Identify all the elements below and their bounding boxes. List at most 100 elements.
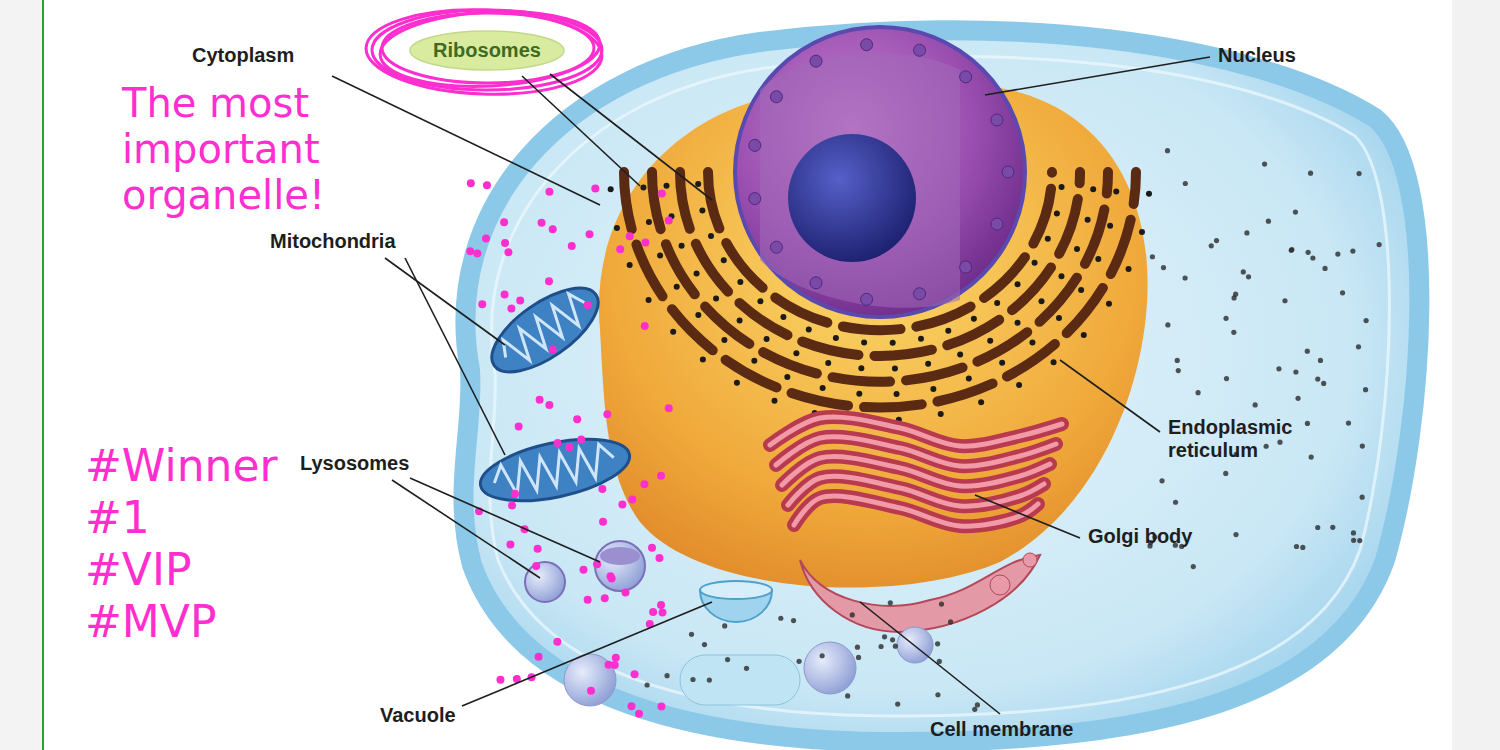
ribosome-dot	[938, 411, 944, 417]
ribosome-dot	[1029, 340, 1035, 346]
ribosome-dot	[1294, 544, 1299, 549]
lysosome	[595, 541, 645, 591]
ribosome-dot	[1165, 322, 1170, 327]
handwritten-tag: #Winner	[85, 440, 278, 492]
ribosome-dot	[1360, 443, 1365, 448]
ribosome-dot	[861, 339, 867, 345]
handdrawn-dot	[658, 609, 666, 617]
ribosome-dot	[1315, 376, 1320, 381]
ribosome-dot	[1277, 440, 1282, 445]
handdrawn-dot	[536, 396, 544, 404]
handdrawn-dot	[478, 300, 486, 308]
ribosome-dot	[1224, 376, 1229, 381]
ribosome-dot	[1309, 454, 1314, 459]
handdrawn-dot	[496, 676, 504, 684]
part-label: Cytoplasm	[192, 44, 294, 67]
ribosome-dot	[772, 398, 778, 404]
ribosome-dot	[972, 707, 977, 712]
handdrawn-dot	[657, 472, 665, 480]
ribosome-dot	[1233, 532, 1238, 537]
handdrawn-dot	[587, 687, 595, 695]
ribosome-dot	[1289, 247, 1294, 252]
handdrawn-dot	[511, 490, 519, 498]
handdrawn-dots	[466, 179, 673, 717]
ribosome-dots	[645, 148, 1382, 712]
handdrawn-dot	[605, 661, 613, 669]
ribosome-dot	[1176, 368, 1181, 373]
handdrawn-dot	[628, 702, 636, 710]
ribosome-dot	[825, 360, 831, 366]
ribosome-dot	[1126, 266, 1132, 272]
handdrawn-dot	[516, 296, 524, 304]
ribosome-dot	[689, 632, 694, 637]
ribosome-dot	[695, 181, 701, 187]
endoplasmic-reticulum-shape	[599, 88, 1148, 588]
ribosome-dot	[1191, 564, 1196, 569]
ribosome-dot	[734, 380, 740, 386]
ribosome-dot	[845, 693, 850, 698]
ribosome-dot	[948, 619, 953, 624]
ribosome-dot	[930, 386, 936, 392]
handdrawn-dot	[554, 439, 562, 447]
ribosome-dot	[1090, 186, 1096, 192]
nuclear-pore	[960, 261, 972, 273]
handdrawn-circle	[365, 6, 604, 98]
vesicle	[804, 642, 856, 694]
ribosome-dot	[1106, 301, 1112, 307]
ribosome-dot	[1360, 495, 1365, 500]
ribosome-dot	[1056, 315, 1062, 321]
ribosome-dot	[987, 338, 993, 344]
ribosome-dot	[1173, 500, 1178, 505]
golgi-lumen	[788, 476, 1044, 506]
handdrawn-dot	[473, 249, 481, 257]
vacuole-top	[700, 581, 772, 599]
part-label: Golgi body	[1088, 525, 1192, 548]
handdrawn-dot	[635, 710, 643, 718]
ribosome-dot	[1165, 148, 1170, 153]
ribosome-dot	[1253, 402, 1258, 407]
ribosome-dot	[1356, 171, 1361, 176]
ribosome-dot	[1241, 269, 1246, 274]
nuclear-pore	[914, 288, 926, 300]
vesicle	[564, 654, 616, 706]
ribosome-dot	[935, 692, 940, 697]
ribosome-dot	[1340, 290, 1345, 295]
ribosome-dot	[856, 391, 862, 397]
ribosome-dot	[1335, 251, 1340, 256]
handdrawn-dot	[631, 670, 639, 678]
ribosome-dot	[820, 653, 825, 658]
mitochondrion	[475, 428, 635, 512]
ribosome-dot	[764, 336, 770, 342]
ribosome-dot	[1231, 330, 1236, 335]
ribosome-dot	[806, 327, 812, 333]
nuclear-pore	[914, 44, 926, 56]
ribosome-dot	[939, 601, 944, 606]
badge-oval-shape	[410, 31, 564, 70]
ribosome-dot	[1081, 332, 1087, 338]
handdrawn-dot	[568, 242, 576, 250]
ribosome-dot	[895, 701, 900, 706]
handdrawn-dot	[606, 572, 614, 580]
ribosome-dot	[793, 350, 799, 356]
mitochondrion	[479, 272, 612, 387]
handdrawn-dot	[508, 501, 516, 509]
nuclear-pore	[770, 241, 782, 253]
ribosome-dot	[796, 659, 801, 664]
ribosome-dot	[1322, 266, 1327, 271]
handdrawn-dot	[545, 401, 553, 409]
ribosome-dot	[1300, 545, 1305, 550]
nuclear-pore	[770, 91, 782, 103]
ribosome-dot	[702, 642, 707, 647]
nuclear-pore	[749, 139, 761, 151]
ribosome-dot	[1045, 236, 1051, 242]
ribosome-dot	[1161, 265, 1166, 270]
ribosome-dot	[1214, 238, 1219, 243]
golgi-lumen	[782, 457, 1050, 487]
ribosome-dot	[1183, 181, 1188, 186]
ribosome-dot	[640, 185, 646, 191]
ribosome-dot	[1350, 249, 1355, 254]
ribosome-dot	[890, 637, 895, 642]
leader-lines	[332, 57, 1210, 714]
handdrawn-dot	[599, 518, 607, 526]
handdrawn-dot	[626, 232, 634, 240]
